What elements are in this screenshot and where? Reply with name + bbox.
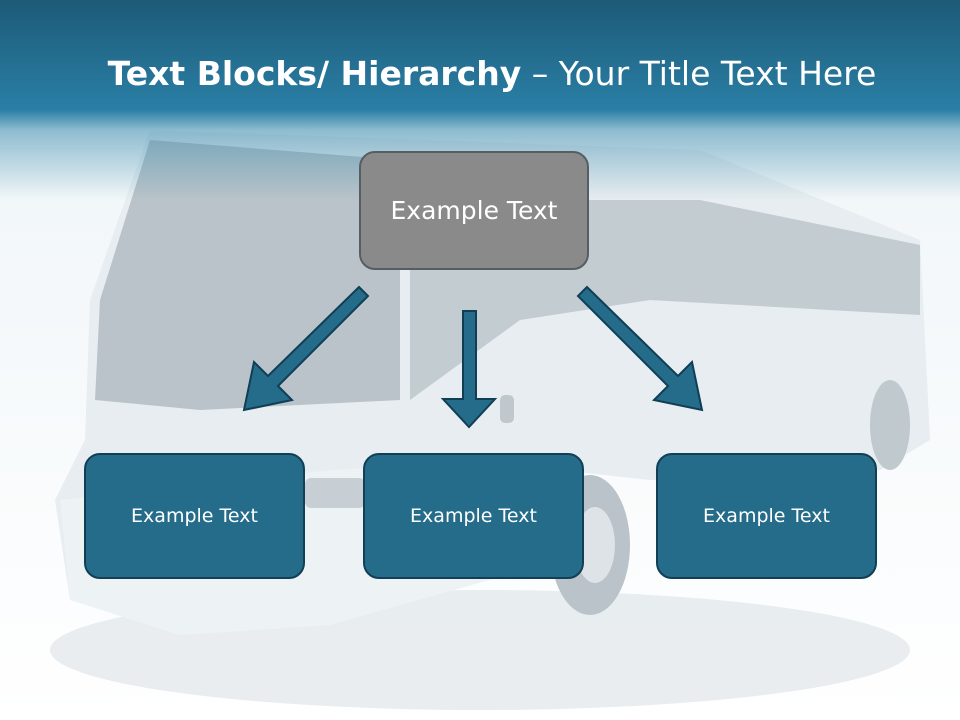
arrow-right <box>576 285 704 412</box>
slide-title: Text Blocks/ Hierarchy – Your Title Text… <box>0 54 960 93</box>
child-box-label: Example Text <box>131 505 258 527</box>
root-box-label: Example Text <box>390 196 558 225</box>
root-box: Example Text <box>359 151 589 270</box>
arrow-center <box>440 310 498 429</box>
child-box-1: Example Text <box>84 453 305 579</box>
arrow-left <box>242 285 370 412</box>
title-bold: Text Blocks/ Hierarchy <box>107 54 522 93</box>
child-box-2: Example Text <box>363 453 584 579</box>
child-box-label: Example Text <box>703 505 830 527</box>
child-box-label: Example Text <box>410 505 537 527</box>
title-rest: – Your Title Text Here <box>521 54 877 93</box>
child-box-3: Example Text <box>656 453 877 579</box>
